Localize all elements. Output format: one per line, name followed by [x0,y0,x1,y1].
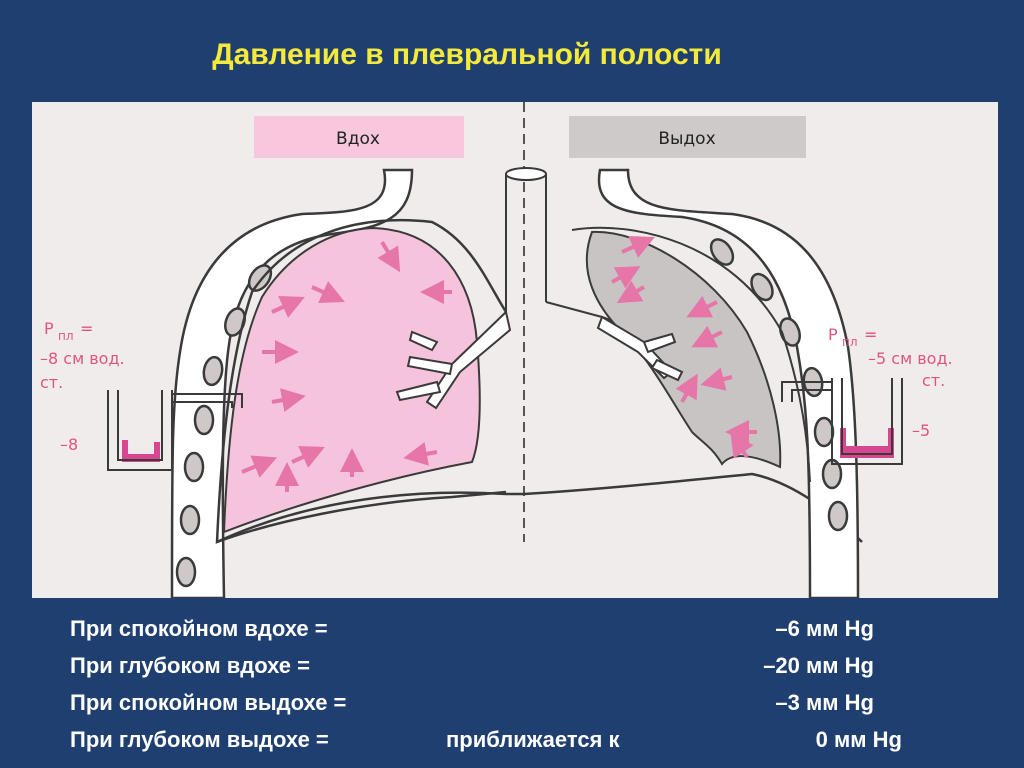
diaphragm [216,472,863,544]
right-pleural-cavity [571,226,811,483]
left-pressure-label: P пл = –8 см вод. ст. –8 [40,319,125,454]
right-pressure-gauge [781,378,903,465]
row-value: –20 мм Hg [763,653,874,678]
exhale-label: Выдох [658,129,715,149]
row-value: 0 мм Hg [815,727,902,752]
row-quiet-exhale: При спокойном выдохе = –3 мм Hg [70,684,970,721]
left-gauge-reading: –8 [60,435,78,454]
exhale-header-box [569,116,806,158]
row-value: –6 мм Hg [775,616,874,641]
row-label: При глубоком выдохе = [70,727,329,752]
row-quiet-inhale: При спокойном вдохе = –6 мм Hg [70,610,970,647]
right-gauge-reading: –5 [912,421,930,440]
pleural-pressure-diagram: Вдох Выдох [32,102,998,598]
row-label: При спокойном вдохе = [70,616,328,641]
right-bronchi [596,315,684,382]
left-pressure-sub: пл [58,329,74,343]
row-label: При спокойном выдохе = [70,690,347,715]
row-value: –3 мм Hg [775,690,874,715]
inhale-arrows [241,240,452,492]
left-pressure-eq: = [80,319,93,338]
right-pressure-label: P пл = –5 см вод. ст. –5 [828,325,953,440]
left-pressure-value: –8 см вод. [40,349,125,368]
slide-title: Давление в плевральной полости [212,38,722,71]
row-label: При глубоком вдохе = [70,653,310,678]
row-deep-exhale: При глубоком выдохе = приближается к 0 м… [70,721,970,758]
row-deep-inhale: При глубоком вдохе = –20 мм Hg [70,647,970,684]
right-pressure-unit: ст. [922,371,945,390]
left-pressure-sym: P [44,319,54,338]
right-pressure-sub: пл [842,335,858,349]
left-bronchi [395,310,512,410]
exhale-arrows [611,236,757,459]
row-middle: приближается к [446,727,620,752]
left-pressure-gauge [107,390,243,471]
inhale-header-box [254,116,464,158]
pressure-values-list: При спокойном вдохе = –6 мм Hg При глубо… [70,610,970,758]
right-pressure-eq: = [864,325,877,344]
left-pressure-unit: ст. [40,373,63,392]
right-pressure-value: –5 см вод. [868,349,953,368]
left-pleural-cavity [215,218,508,544]
trachea [505,167,547,312]
right-pressure-sym: P [828,325,838,344]
inhale-label: Вдох [336,129,380,149]
